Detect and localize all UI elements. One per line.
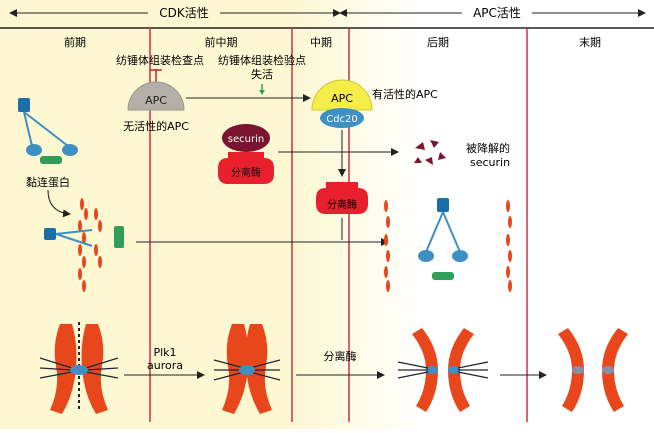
separase-label: 分离酶 bbox=[231, 166, 261, 179]
checkpoint-inactive-label-2: 失活 bbox=[251, 68, 273, 81]
cdc20-label: Cdc20 bbox=[326, 114, 358, 125]
phase-anaphase: 后期 bbox=[427, 36, 449, 49]
separase-bottom-label: 分离酶 bbox=[324, 349, 357, 363]
checkpoint-inactive-label: 纺锤体组装检验点 bbox=[218, 53, 306, 67]
inactive-apc-label: 无活性的APC bbox=[123, 119, 189, 133]
cohesin-complex-icon bbox=[18, 98, 78, 164]
apc-activity-label: APC活性 bbox=[473, 6, 521, 20]
cohesin-label: 黏连蛋白 bbox=[26, 175, 70, 189]
active-apc-shape bbox=[311, 79, 373, 111]
degraded-securin-label-2: securin bbox=[470, 156, 510, 169]
plk1-label: Plk1 bbox=[153, 346, 176, 359]
anaphase-chromatids-right bbox=[506, 200, 512, 292]
cdk-fade-region bbox=[292, 0, 422, 429]
cdk-activity-label: CDK活性 bbox=[159, 6, 209, 20]
inactive-apc-text: APC bbox=[145, 94, 167, 107]
active-apc-label: 有活性的APC bbox=[372, 87, 438, 101]
phase-prometaphase: 前中期 bbox=[205, 35, 238, 49]
active-apc-text: APC bbox=[331, 92, 353, 105]
anaphase-chromosomes bbox=[397, 328, 489, 412]
cdc20-shape bbox=[320, 108, 364, 128]
prometaphase-chromosome bbox=[213, 324, 281, 414]
released-cohesin-icon bbox=[418, 198, 468, 280]
aurora-label: aurora bbox=[147, 359, 183, 372]
active-separase-label: 分离酶 bbox=[327, 198, 357, 211]
phase-prophase: 前期 bbox=[64, 35, 86, 49]
inactive-apc-shape bbox=[127, 81, 185, 111]
securin-shape bbox=[222, 124, 270, 152]
metaphase-chromatids-left bbox=[384, 200, 390, 292]
prophase-chromatids bbox=[44, 198, 124, 292]
active-separase-shape bbox=[316, 182, 368, 214]
phase-metaphase: 中期 bbox=[310, 36, 332, 49]
cohesin-arrow bbox=[47, 189, 71, 218]
spindle-checkpoint-label: 纺锤体组装检查点 bbox=[116, 53, 204, 67]
telophase-chromosomes bbox=[558, 328, 628, 412]
separase-shape bbox=[218, 152, 274, 184]
securin-label: securin bbox=[228, 134, 264, 145]
degraded-securin-icon bbox=[414, 140, 446, 165]
prophase-chromosome bbox=[39, 322, 119, 414]
phase-telophase: 末期 bbox=[579, 35, 601, 49]
degraded-securin-label: 被降解的 bbox=[466, 141, 510, 155]
